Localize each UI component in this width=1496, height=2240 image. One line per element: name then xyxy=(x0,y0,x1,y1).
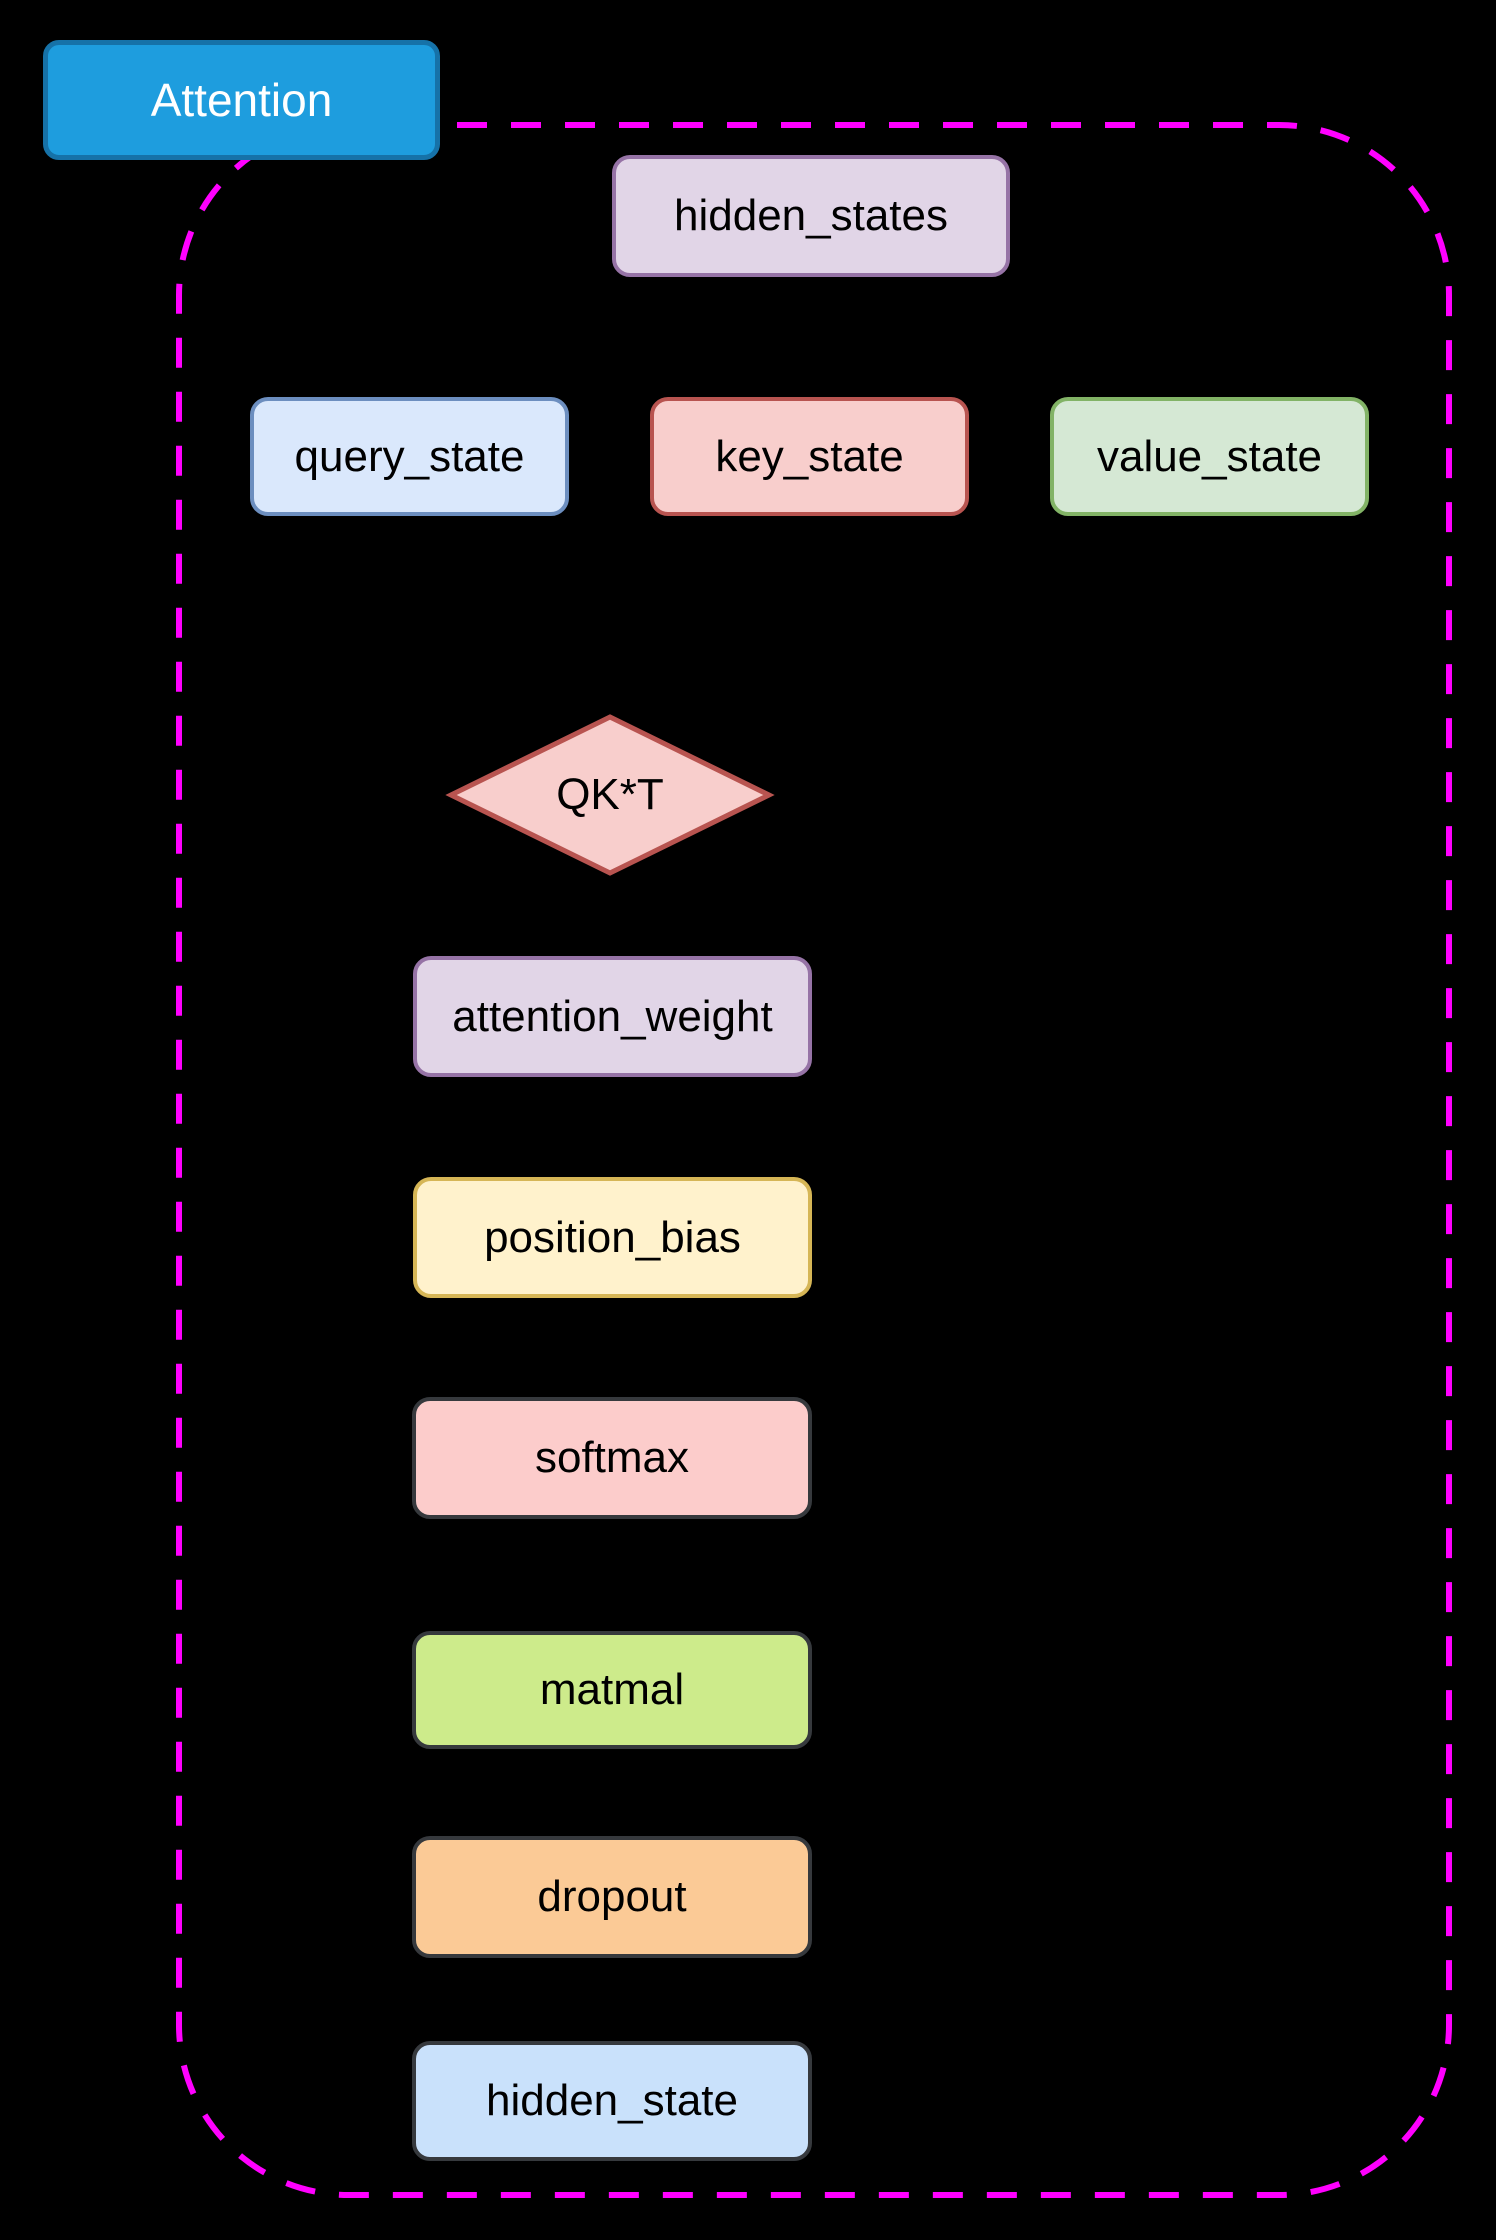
node-query-state-label: query_state xyxy=(294,431,525,481)
node-dropout-label: dropout xyxy=(537,1872,687,1921)
node-hidden-state-label: hidden_state xyxy=(486,2076,738,2125)
node-key-state: key_state xyxy=(650,397,969,516)
attention-title-node: Attention xyxy=(43,40,440,160)
node-value-state-label: value_state xyxy=(1096,431,1323,481)
node-qkt-diamond: QK*T xyxy=(445,713,775,877)
node-position-bias: position_bias xyxy=(413,1177,812,1298)
node-attention-weight-label: attention_weight xyxy=(452,991,773,1041)
node-qkt-label: QK*T xyxy=(556,770,664,819)
node-query-state: query_state xyxy=(250,397,569,516)
node-dropout: dropout xyxy=(412,1836,812,1958)
attention-title-label: Attention xyxy=(150,74,333,126)
node-hidden-states-label: hidden_states xyxy=(674,191,948,240)
node-matmal: matmal xyxy=(412,1631,812,1749)
qkt-diamond-shape xyxy=(445,714,775,876)
node-softmax: softmax xyxy=(412,1397,812,1519)
attention-group-dashed-border xyxy=(176,122,1452,2198)
node-value-state: value_state xyxy=(1050,397,1369,516)
node-position-bias-label: position_bias xyxy=(484,1212,741,1262)
node-hidden-state: hidden_state xyxy=(412,2041,812,2161)
node-softmax-label: softmax xyxy=(534,1433,690,1482)
node-attention-weight: attention_weight xyxy=(413,956,812,1077)
node-matmal-label: matmal xyxy=(539,1665,685,1714)
node-hidden-states: hidden_states xyxy=(612,155,1010,277)
node-key-state-label: key_state xyxy=(715,431,904,481)
